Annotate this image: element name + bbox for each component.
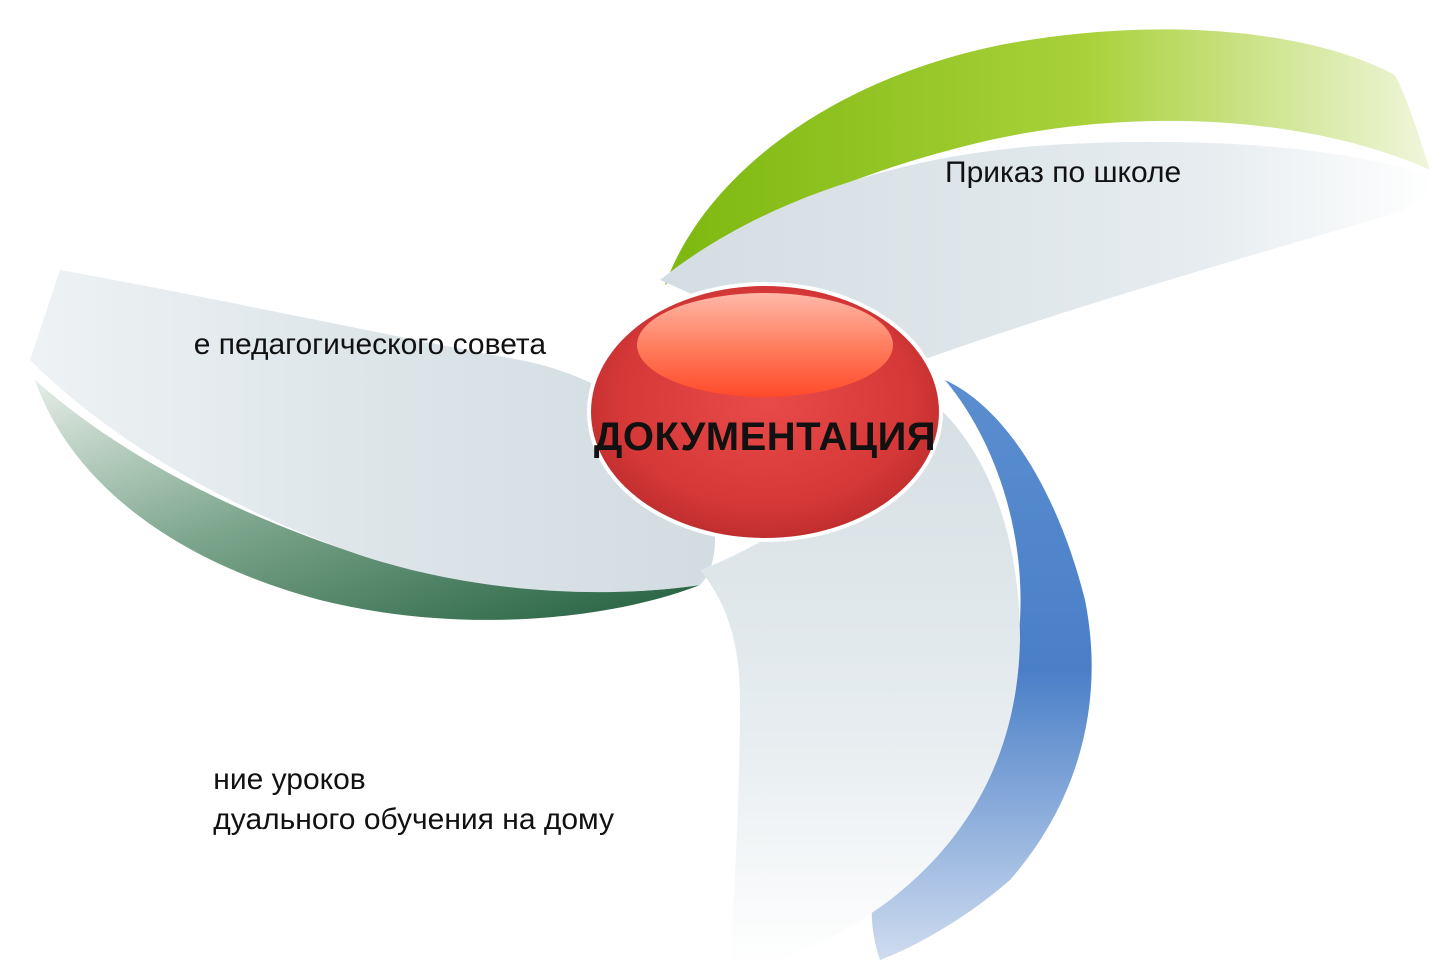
blade-left-body	[30, 270, 715, 593]
blade-bottom-label-line-2: дуального обучения на дому	[213, 803, 614, 836]
blade-left-accent	[35, 380, 700, 620]
blade-bottom-label-line-1: ние уроков	[213, 763, 366, 796]
blade-left-label: е педагогического совета	[193, 328, 546, 361]
blade-top-accent	[665, 29, 1430, 285]
blade-top-label: Приказ по школе	[945, 156, 1182, 189]
blade-bottom-accent	[871, 380, 1092, 960]
sphere-gloss	[637, 293, 893, 397]
center-sphere	[587, 282, 943, 542]
center-title: ДОКУМЕНТАЦИЯ	[593, 415, 937, 459]
blade-bottom-label: ние уроков дуального обучения на дому	[213, 760, 614, 840]
